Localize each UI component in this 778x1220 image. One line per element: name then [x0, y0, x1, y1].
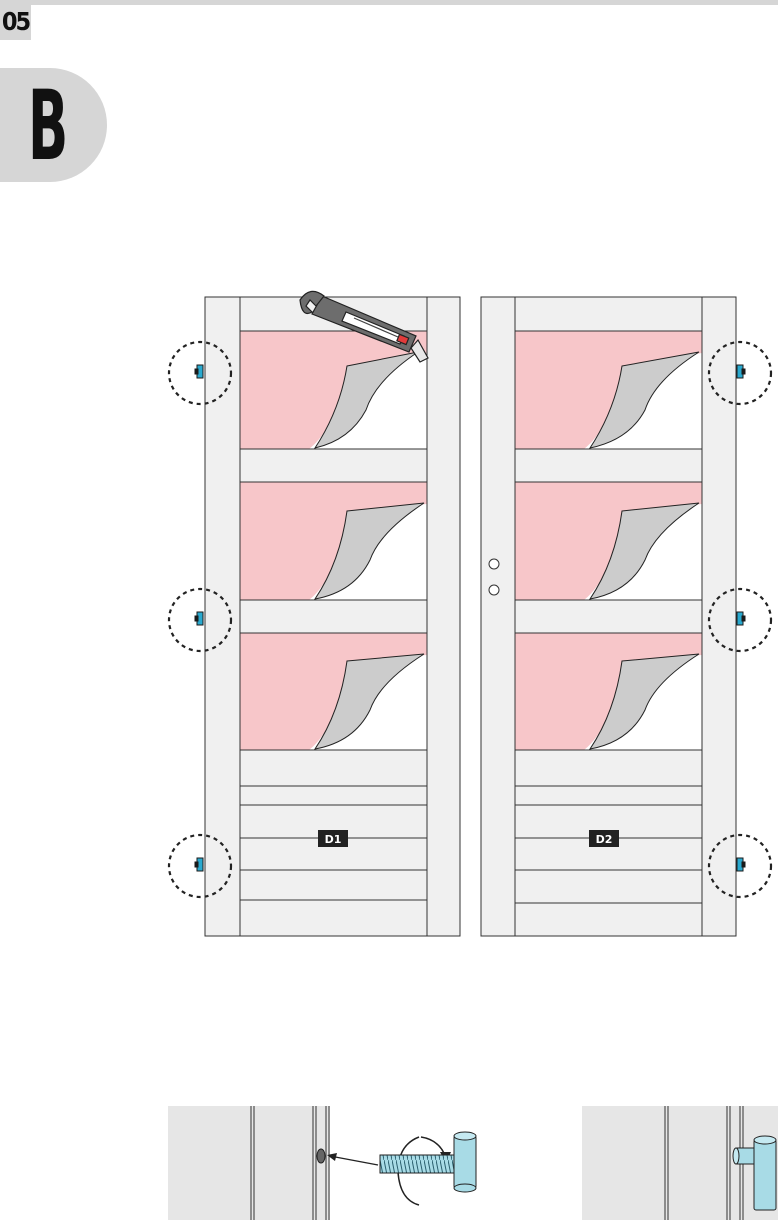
left-glass-panel [239, 330, 428, 450]
right-door [480, 296, 737, 937]
hinge-callout-circle [167, 587, 233, 653]
door-label-d2: D2 [596, 833, 613, 846]
hinge-detail-before [168, 1106, 477, 1220]
hinge-pin-icon [736, 364, 746, 379]
right-glass-panel [514, 481, 703, 601]
left-glass-panel [239, 632, 428, 751]
hinge-callout-circle [707, 587, 773, 653]
door-label-d1: D1 [325, 833, 342, 846]
hinge-callout-circle [167, 340, 233, 406]
hinge-callout-circle [167, 833, 233, 899]
insert-arrow [329, 1155, 379, 1166]
left-glass-panel [239, 481, 428, 601]
door-label-tag [318, 830, 348, 847]
step-letter: B [28, 70, 69, 182]
door-label-tag [589, 830, 619, 847]
screw-hole [316, 1148, 326, 1164]
hinge-callout-circle [707, 833, 773, 899]
handle-hole [488, 558, 500, 570]
hinge-pin-icon [379, 1131, 477, 1193]
step-tab [0, 68, 107, 182]
utility-knife-icon [299, 290, 429, 363]
handle-hole [488, 584, 500, 596]
right-glass-panel [514, 632, 703, 751]
hinge-pin-icon [736, 857, 746, 872]
hinge-detail-after [582, 1106, 778, 1220]
hinge-pin-icon [736, 611, 746, 626]
right-glass-panel [514, 330, 703, 450]
hinge-pin-icon [732, 1135, 777, 1211]
hinge-pin-icon [194, 857, 204, 872]
page-number: 05 [0, 4, 31, 40]
hinge-callout-circle [707, 340, 773, 406]
hinge-pin-icon [194, 611, 204, 626]
top-rule [0, 0, 778, 5]
hinge-pin-icon [194, 364, 204, 379]
left-door [204, 296, 461, 937]
